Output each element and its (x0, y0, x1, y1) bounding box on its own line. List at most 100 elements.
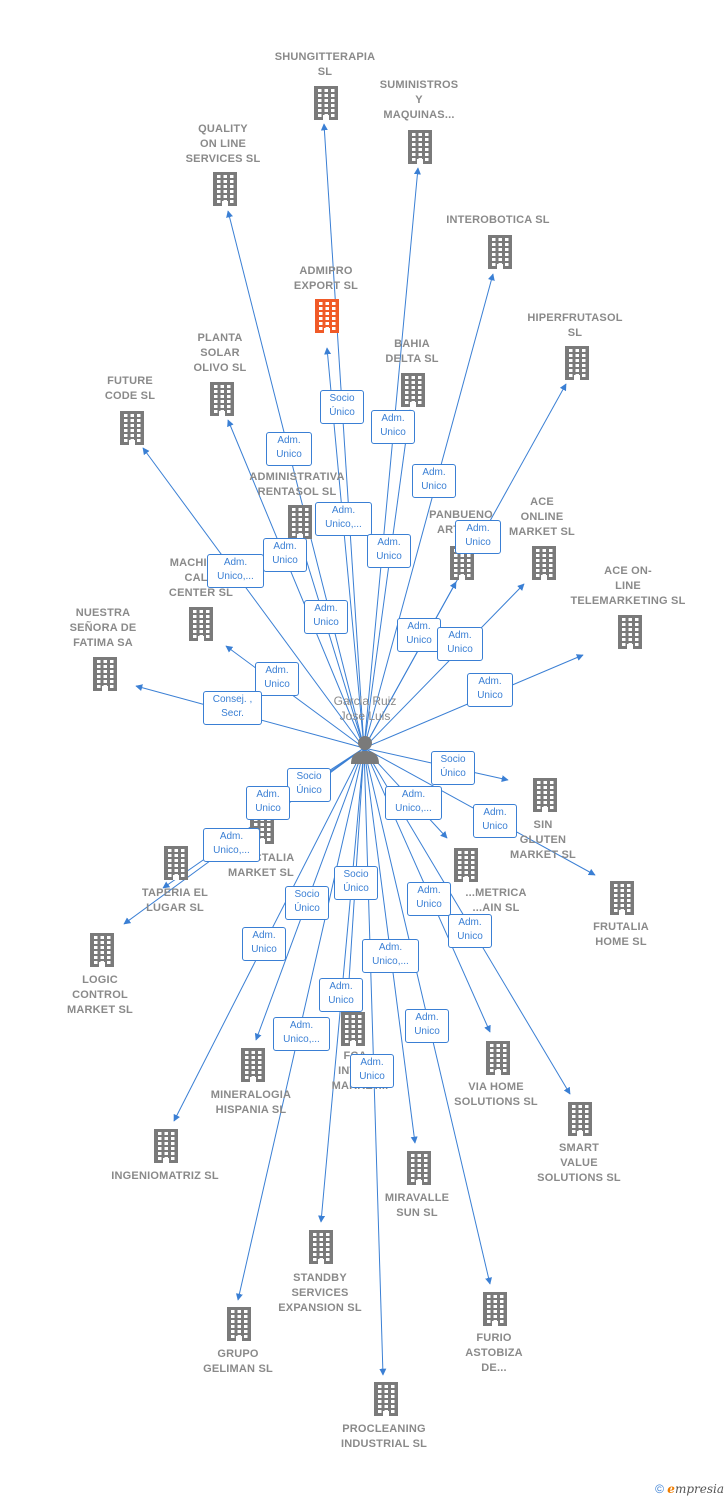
role-badge[interactable]: Adm. Unico,... (207, 554, 264, 588)
company-label: NUESTRA SEÑORA DE FATIMA SA (69, 607, 137, 649)
edge-rentasol (300, 545, 365, 749)
company-label: QUALITY ON LINE SERVICES SL (185, 123, 261, 165)
brand-rest: mpresia (674, 1482, 724, 1496)
company-label: VIA HOME SOLUTIONS SL (454, 1081, 538, 1108)
company-label: SHUNGITTERAPIA SL (274, 51, 376, 78)
role-badge[interactable]: Socio Único (285, 886, 329, 920)
role-badge[interactable]: Adm. Unico (467, 673, 513, 707)
company-label: MIRAVALLE SUN SL (384, 1192, 450, 1219)
edge-machine (225, 645, 365, 749)
company-label: BAHIA DELTA SL (385, 338, 439, 365)
building-icon (565, 346, 589, 380)
company-label: TAPERIA EL LUGAR SL (141, 887, 209, 914)
company-label: LOGIC CONTROL MARKET SL (67, 974, 133, 1016)
building-icon (454, 848, 478, 882)
building-icon (483, 1292, 507, 1326)
person-name: Garcia Ruiz Jose Luis (333, 694, 397, 723)
building-icon (618, 615, 642, 649)
building-icon (93, 657, 117, 691)
edge-suministros (363, 167, 421, 749)
building-icon (532, 546, 556, 580)
building-icon (241, 1048, 265, 1082)
role-badge[interactable]: Adm. Unico (455, 520, 501, 554)
building-icon (227, 1307, 251, 1341)
brand-first-letter: e (667, 1482, 675, 1496)
building-icon (120, 411, 144, 445)
role-badge[interactable]: Socio Único (431, 751, 475, 785)
role-badge[interactable]: Adm. Unico (371, 410, 415, 444)
edge-planta (227, 419, 365, 749)
edge-panbueno (363, 581, 457, 749)
building-icon (408, 130, 432, 164)
role-badge[interactable]: Socio Único (287, 768, 331, 802)
role-badge[interactable]: Adm. Unico (319, 978, 363, 1012)
building-icon (309, 1230, 333, 1264)
building-icon (154, 1129, 178, 1163)
role-badge[interactable]: Adm. Unico,... (203, 828, 260, 862)
company-label: INGENIOMATRIZ SL (111, 1170, 219, 1182)
company-label: HIPERFRUTASOL SL (527, 312, 623, 339)
role-badge[interactable]: Socio Único (320, 390, 364, 424)
role-badge[interactable]: Adm. Unico (255, 662, 299, 696)
role-badge[interactable]: Adm. Unico (437, 627, 483, 661)
brand-logo: empresia (667, 1482, 724, 1496)
role-badge[interactable]: Adm. Unico (350, 1054, 394, 1088)
company-label: SIN GLUTEN MARKET SL (510, 819, 576, 861)
role-badge[interactable]: Adm. Unico (412, 464, 456, 498)
building-icon (401, 373, 425, 407)
company-label: ADMIPRO EXPORT SL (293, 265, 359, 292)
role-badge[interactable]: Adm. Unico,... (273, 1017, 330, 1051)
company-label: ACE ON- LINE TELEMARKETING SL (570, 565, 686, 607)
company-label: MINERALOGIA HISPANIA SL (210, 1089, 292, 1116)
building-icon (533, 778, 557, 812)
edge-bahia (363, 409, 413, 749)
role-badge[interactable]: Adm. Unico (367, 534, 411, 568)
building-icon (314, 86, 338, 120)
role-badge[interactable]: Adm. Unico (304, 600, 348, 634)
role-badge[interactable]: Consej. , Secr. (203, 691, 262, 725)
building-icon (164, 846, 188, 880)
role-badge[interactable]: Adm. Unico (266, 432, 312, 466)
edge-quality (226, 210, 365, 749)
edge-shungitterapia (320, 123, 365, 749)
edge-future (142, 447, 365, 749)
person-icon (351, 736, 379, 764)
building-icon (288, 505, 312, 539)
role-badge[interactable]: Adm. Unico (263, 538, 307, 572)
role-badge[interactable]: Socio Único (334, 866, 378, 900)
company-label: INTEROBOTICA SL (446, 214, 550, 226)
company-label: PROCLEANING INDUSTRIAL SL (340, 1423, 428, 1450)
company-label: FURIO ASTOBIZA DE... (465, 1332, 523, 1374)
role-badge[interactable]: Adm. Unico,... (315, 502, 372, 536)
company-label: SUMINISTROS Y MAQUINAS... (379, 79, 459, 121)
company-label: STANDBY SERVICES EXPANSION SL (278, 1272, 362, 1314)
building-icon (610, 881, 634, 915)
role-badge[interactable]: Adm. Unico,... (362, 939, 419, 973)
company-label: PLANTA SOLAR OLIVO SL (193, 332, 247, 374)
company-label: FUTURE CODE SL (104, 375, 156, 402)
building-icon (488, 235, 512, 269)
copyright: © empresia (655, 1482, 724, 1496)
role-badge[interactable]: Adm. Unico (397, 618, 441, 652)
company-label: SMART VALUE SOLUTIONS SL (537, 1142, 621, 1184)
role-badge[interactable]: Adm. Unico (473, 804, 517, 838)
building-icon (341, 1012, 365, 1046)
company-label: ACE ONLINE MARKET SL (509, 496, 575, 538)
building-icon (189, 607, 213, 641)
role-badge[interactable]: Adm. Unico (405, 1009, 449, 1043)
building-icon (210, 382, 234, 416)
building-icon (568, 1102, 592, 1136)
role-badge[interactable]: Adm. Unico (246, 786, 290, 820)
building-icon (374, 1382, 398, 1416)
role-badge[interactable]: Adm. Unico (407, 882, 451, 916)
role-badge[interactable]: Adm. Unico,... (385, 786, 442, 820)
building-icon (90, 933, 114, 967)
building-icon (486, 1041, 510, 1075)
edge-interobotica (363, 273, 495, 749)
company-label: FRUTALIA HOME SL (593, 921, 649, 948)
role-badge[interactable]: Adm. Unico (242, 927, 286, 961)
role-badge[interactable]: Adm. Unico (448, 914, 492, 948)
company-label: GRUPO GELIMAN SL (203, 1348, 273, 1375)
company-label: ...METRICA ...AIN SL (465, 887, 527, 914)
